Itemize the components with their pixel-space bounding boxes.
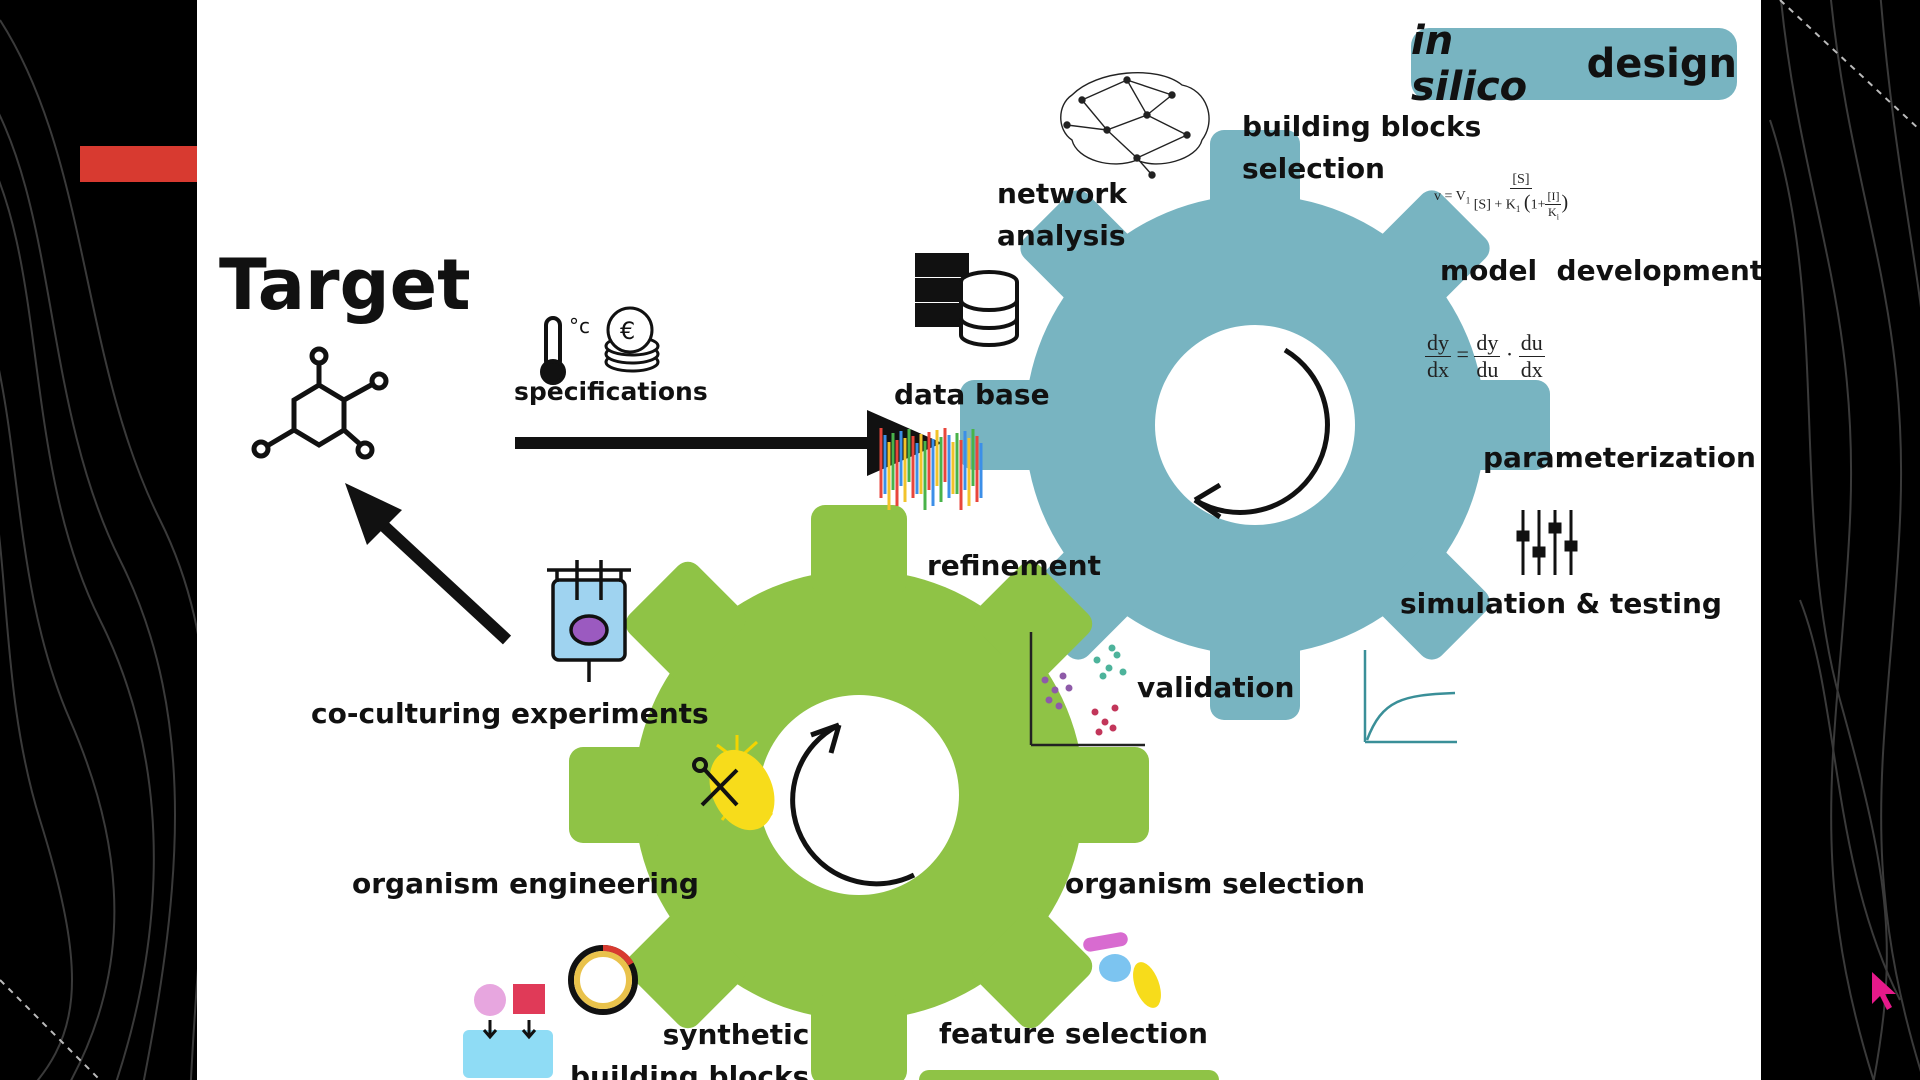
diagonal-arrow (345, 483, 512, 645)
svg-text:°c: °c (569, 314, 590, 338)
svg-text:€: € (620, 317, 635, 345)
label-synthetic-building-blocks: synthetic building blocks (570, 1018, 810, 1080)
sliders-icon (1516, 510, 1578, 575)
bioreactor-icon (547, 560, 631, 682)
plasmid-ring-icon (568, 944, 638, 1015)
label-organism-selection: organism selection (1065, 867, 1366, 900)
label-feature-selection: feature selection (939, 1017, 1208, 1050)
page-title: Target (219, 244, 471, 326)
badge-italic: in silico (1411, 18, 1528, 110)
label-organism-engineering: organism engineering (352, 867, 699, 900)
label-validation: validation (1137, 671, 1295, 704)
scatter-plot-icon (1029, 632, 1145, 747)
cycle-arrow-icon (790, 722, 916, 887)
label-building-blocks-selection: building blocks selection (1242, 110, 1482, 185)
microbes-icon (1083, 932, 1161, 1008)
right-arrow (515, 410, 942, 476)
thermometer-icon: °c (540, 314, 590, 385)
accent-bar (80, 146, 197, 182)
label-parameterization: parameterization (1483, 441, 1756, 474)
diagram-slide: °c € (197, 0, 1761, 1080)
in-silico-design-badge: in silico design (1411, 18, 1737, 110)
badge-text: design (1586, 41, 1737, 87)
label-network-analysis: network analysis (997, 177, 1127, 252)
dna-barcode-icon (879, 428, 983, 510)
label-simulation-testing: simulation & testing (1400, 587, 1722, 620)
engineered-bacteria-icon (692, 735, 775, 831)
label-model-development: model development (1440, 254, 1761, 287)
brain-network-icon (1060, 71, 1210, 179)
blue-gear (960, 130, 1550, 720)
label-co-culturing-experiments: co-culturing experiments (311, 697, 709, 730)
diagram-graphics: °c € (251, 71, 1578, 1080)
green-gear (569, 505, 1149, 1080)
database-icon (915, 253, 1019, 347)
cursor-icon (1872, 972, 1896, 1010)
label-specifications: specifications (514, 377, 708, 406)
growth-curve-icon (1363, 650, 1457, 744)
label-data-base: data base (894, 378, 1050, 411)
next-section-bar (919, 1070, 1219, 1080)
cycle-arrow-icon (1193, 347, 1330, 515)
euro-coins-icon: € (604, 306, 660, 373)
kinetics-equation: v = V1 [S] [S] + K1 (1+[I]Ki) (1434, 172, 1569, 222)
label-refinement: refinement (927, 549, 1101, 582)
building-blocks-icon (463, 984, 553, 1078)
molecule-icon (251, 346, 389, 460)
